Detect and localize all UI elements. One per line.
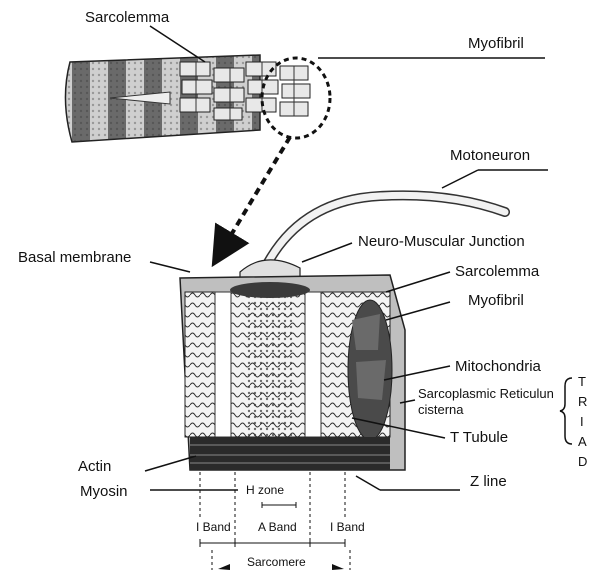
sarcomere-arrow-left bbox=[218, 564, 230, 570]
motoneuron-leader bbox=[442, 170, 478, 188]
h-zone-label: H zone bbox=[246, 483, 284, 497]
nmj-label: Neuro-Muscular Junction bbox=[358, 233, 525, 250]
nmj-leader bbox=[302, 243, 352, 262]
sarcomere-arrow-right bbox=[332, 564, 344, 570]
z-line-label: Z line bbox=[470, 473, 507, 490]
sarcomere-label: Sarcomere bbox=[247, 555, 306, 569]
triad-bracket bbox=[560, 378, 572, 444]
triad-letter-i: I bbox=[580, 414, 584, 429]
sr-label-line1: Sarcoplasmic Reticulun bbox=[418, 386, 554, 401]
zoom-arrow bbox=[222, 137, 290, 250]
i-band-left-label: I Band bbox=[196, 520, 231, 534]
triad-letter-a: A bbox=[578, 434, 587, 449]
basal-membrane-leader bbox=[150, 262, 190, 272]
myofibril-block bbox=[180, 275, 405, 470]
myofibril-top-label: Myofibril bbox=[468, 35, 524, 52]
sarcolemma-leader bbox=[386, 272, 450, 292]
basal-membrane-label: Basal membrane bbox=[18, 249, 131, 266]
triad-letter-t: T bbox=[578, 374, 586, 389]
motoneuron-label: Motoneuron bbox=[450, 147, 530, 164]
myofibril-label: Myofibril bbox=[468, 292, 524, 309]
triad-letter-r: R bbox=[578, 394, 587, 409]
t-tubule-label: T Tubule bbox=[450, 429, 508, 446]
mitochondria-label: Mitochondria bbox=[455, 358, 542, 375]
sr-label-line2: cisterna bbox=[418, 402, 464, 417]
sarcolemma-label: Sarcolemma bbox=[455, 263, 540, 280]
actin-label: Actin bbox=[78, 458, 111, 475]
sarcolemma-top-label: Sarcolemma bbox=[85, 9, 170, 26]
i-band-right-label: I Band bbox=[330, 520, 365, 534]
actin-leader bbox=[145, 456, 196, 471]
z-line-leader bbox=[356, 476, 380, 490]
a-band-label: A Band bbox=[258, 520, 297, 534]
triad-letter-d: D bbox=[578, 454, 587, 469]
sarcolemma-top-leader bbox=[150, 26, 205, 62]
myosin-label: Myosin bbox=[80, 483, 128, 500]
